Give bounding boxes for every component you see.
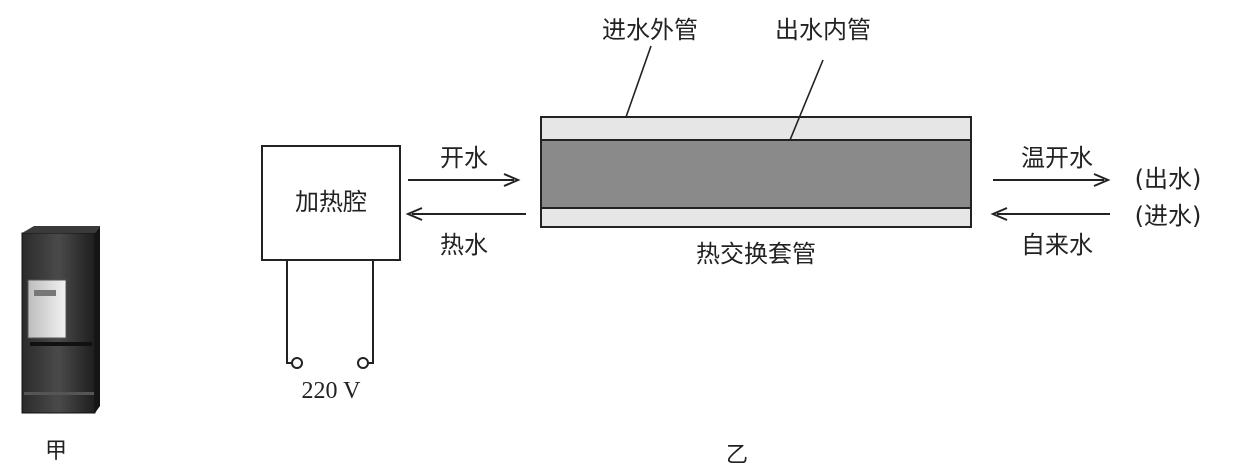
caption-yi: 乙 <box>726 443 748 468</box>
arrow-boiling-water <box>408 173 521 187</box>
water-dispenser-image <box>21 226 100 414</box>
label-outlet-tag: (出水) <box>1135 165 1202 193</box>
voltage-label: 220 V <box>302 378 362 404</box>
power-terminal-left <box>291 357 303 369</box>
power-terminal-right <box>357 357 369 369</box>
label-warm-water: 温开水 <box>1021 144 1093 172</box>
label-tap-water: 自来水 <box>1021 231 1093 259</box>
label-boiling-water: 开水 <box>440 144 488 172</box>
arrow-hot-water <box>405 207 526 221</box>
exchanger-label: 热交换套管 <box>696 240 816 268</box>
caption-jia: 甲 <box>45 439 67 464</box>
inner-pipe-label: 出水内管 <box>775 16 871 44</box>
label-hot-water: 热水 <box>440 231 488 259</box>
power-wire-left <box>286 260 293 364</box>
inner-pipe <box>540 139 972 209</box>
arrow-tap-water-in <box>990 207 1110 221</box>
heating-chamber-box <box>261 145 401 261</box>
leader-inner-pipe <box>789 59 824 141</box>
leader-outer-pipe <box>625 45 652 118</box>
heating-chamber-label: 加热腔 <box>295 188 367 216</box>
label-inlet-tag: (进水) <box>1135 202 1202 230</box>
arrow-warm-water-out <box>993 173 1111 187</box>
outer-pipe-label: 进水外管 <box>602 16 698 44</box>
power-wire-right <box>367 260 374 364</box>
